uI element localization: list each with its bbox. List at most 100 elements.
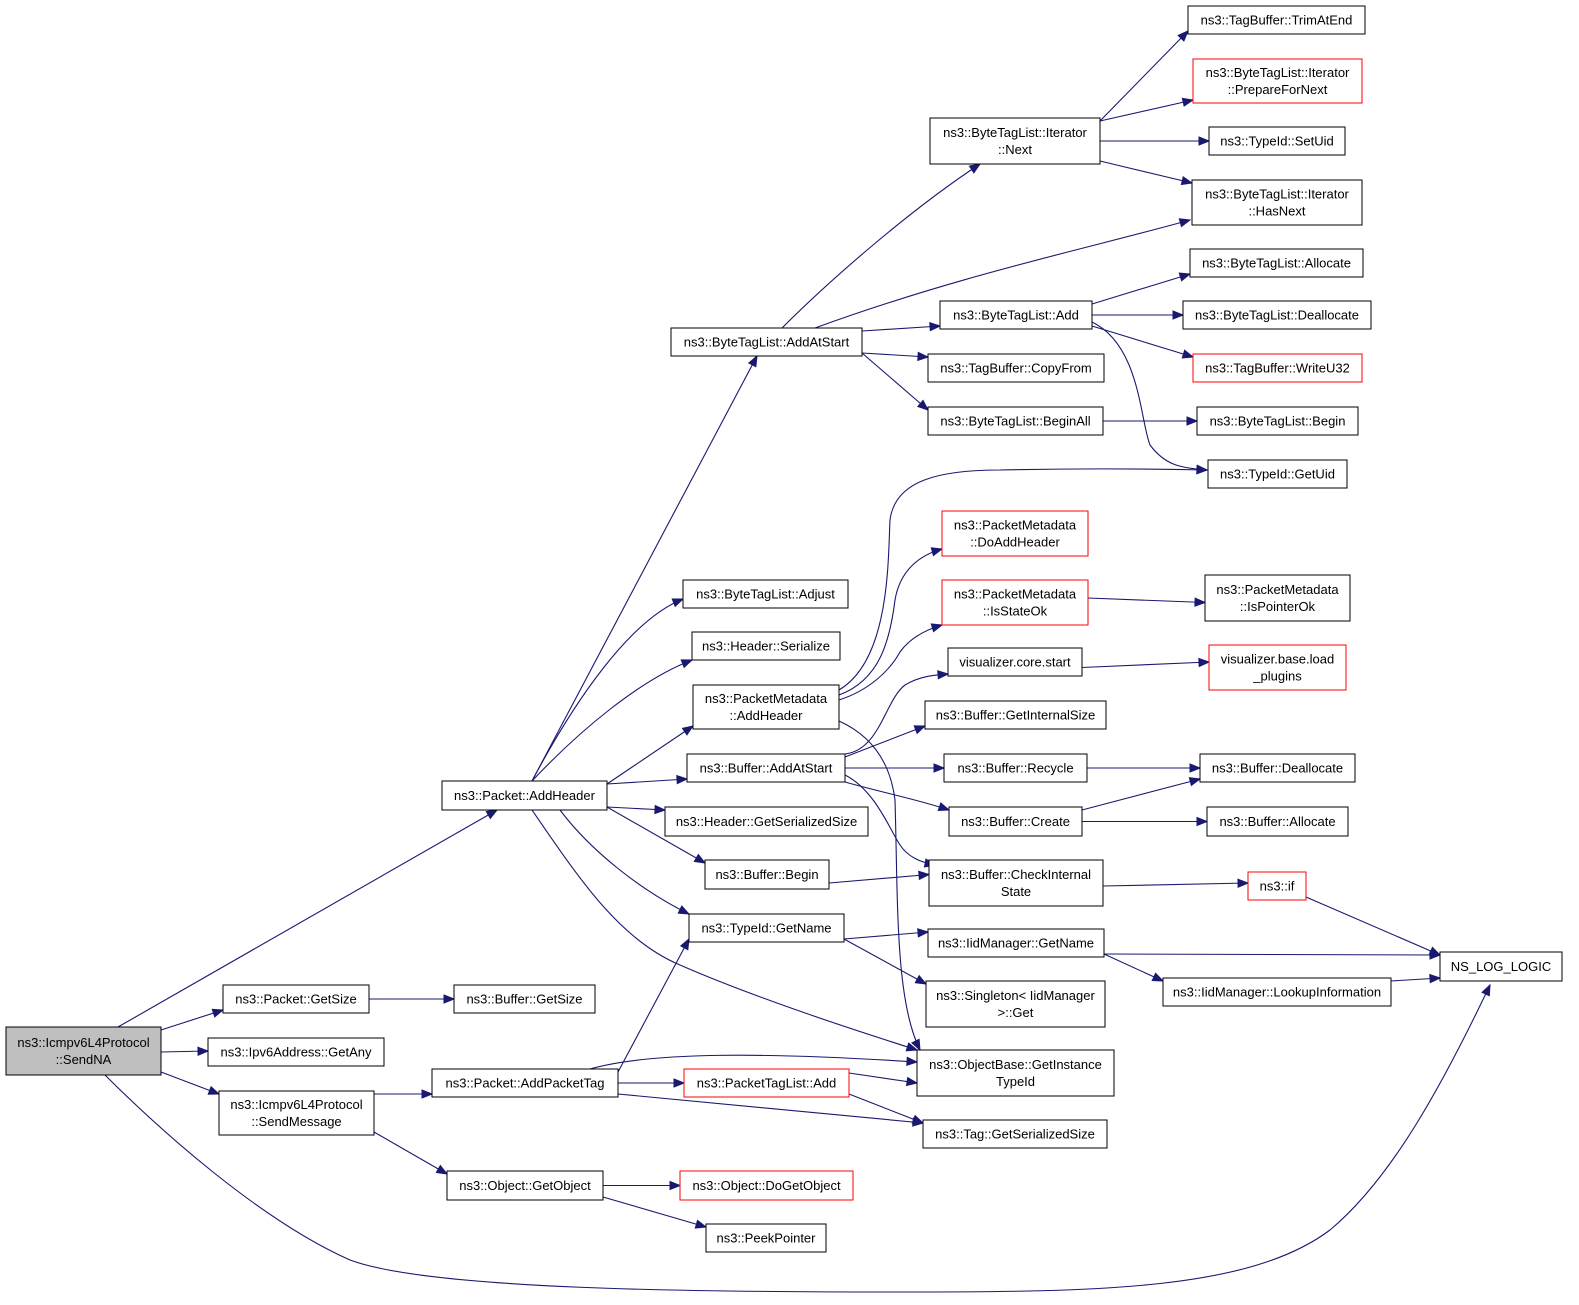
node-box[interactable]	[1199, 753, 1356, 783]
node-pm_addheader[interactable]: ns3::PacketMetadata::AddHeader	[692, 684, 840, 730]
node-box[interactable]	[929, 117, 1101, 165]
node-box[interactable]	[928, 859, 1104, 907]
node-getsize_pkt[interactable]: ns3::Packet::GetSize	[222, 984, 370, 1014]
node-box[interactable]	[446, 1170, 604, 1201]
node-tb_writeu32[interactable]: ns3::TagBuffer::WriteU32	[1192, 353, 1363, 383]
node-box[interactable]	[925, 980, 1106, 1028]
node-box[interactable]	[431, 1068, 619, 1098]
node-getany[interactable]: ns3::Ipv6Address::GetAny	[207, 1037, 385, 1067]
node-box[interactable]	[1191, 179, 1363, 226]
node-addheader[interactable]: ns3::Packet::AddHeader	[441, 780, 608, 811]
node-box[interactable]	[947, 647, 1083, 677]
node-obj_dogetobject[interactable]: ns3::Object::DoGetObject	[679, 1170, 854, 1201]
node-hdr_getsersize[interactable]: ns3::Header::GetSerializedSize	[664, 806, 869, 837]
node-btl_it_hasnext[interactable]: ns3::ByteTagList::Iterator::HasNext	[1191, 179, 1363, 226]
node-pm_isstateok[interactable]: ns3::PacketMetadata::IsStateOk	[941, 579, 1089, 626]
node-box[interactable]	[1206, 806, 1349, 837]
node-tag_getsersize[interactable]: ns3::Tag::GetSerializedSize	[922, 1119, 1108, 1149]
node-sendna[interactable]: ns3::Icmpv6L4Protocol::SendNA	[5, 1026, 162, 1076]
node-box[interactable]	[692, 684, 840, 730]
node-box[interactable]	[941, 579, 1089, 626]
node-buf_deallocate[interactable]: ns3::Buffer::Deallocate	[1199, 753, 1356, 783]
node-buf_create[interactable]: ns3::Buffer::Create	[948, 806, 1083, 837]
node-btl_addatstart[interactable]: ns3::ByteTagList::AddAtStart	[670, 327, 863, 357]
node-addpackettag[interactable]: ns3::Packet::AddPacketTag	[431, 1068, 619, 1098]
node-box[interactable]	[664, 806, 869, 837]
node-box[interactable]	[686, 753, 846, 783]
node-box[interactable]	[1208, 126, 1346, 156]
node-box[interactable]	[927, 406, 1104, 436]
node-box[interactable]	[1162, 977, 1392, 1007]
node-box[interactable]	[943, 753, 1088, 783]
node-box[interactable]	[922, 1119, 1108, 1149]
node-box[interactable]	[691, 631, 841, 661]
node-box[interactable]	[939, 300, 1093, 330]
node-buf_recycle[interactable]: ns3::Buffer::Recycle	[943, 753, 1088, 783]
node-buf_begin[interactable]: ns3::Buffer::Begin	[704, 859, 830, 890]
node-ptl_add[interactable]: ns3::PacketTagList::Add	[683, 1068, 850, 1098]
node-tb_copyfrom[interactable]: ns3::TagBuffer::CopyFrom	[927, 353, 1105, 383]
node-btl_begin[interactable]: ns3::ByteTagList::Begin	[1196, 406, 1359, 436]
node-box[interactable]	[453, 984, 596, 1014]
node-btl_allocate[interactable]: ns3::ByteTagList::Allocate	[1189, 248, 1364, 278]
node-btl_deallocate[interactable]: ns3::ByteTagList::Deallocate	[1182, 300, 1372, 330]
node-box[interactable]	[1208, 644, 1347, 691]
node-iidm_getname[interactable]: ns3::IidManager::GetName	[927, 928, 1105, 958]
node-box[interactable]	[688, 913, 845, 943]
node-iidm_lookupinfo[interactable]: ns3::IidManager::LookupInformation	[1162, 977, 1392, 1007]
node-typeid_setuid[interactable]: ns3::TypeId::SetUid	[1208, 126, 1346, 156]
node-singleton_get[interactable]: ns3::Singleton< IidManager>::Get	[925, 980, 1106, 1028]
node-box[interactable]	[1182, 300, 1372, 330]
node-box[interactable]	[1196, 406, 1359, 436]
node-box[interactable]	[441, 780, 608, 811]
node-vis_core_start[interactable]: visualizer.core.start	[947, 647, 1083, 677]
node-hdr_serialize[interactable]: ns3::Header::Serialize	[691, 631, 841, 661]
node-pm_doaddheader[interactable]: ns3::PacketMetadata::DoAddHeader	[941, 510, 1089, 557]
node-box[interactable]	[1247, 871, 1307, 901]
node-box[interactable]	[682, 579, 849, 609]
node-box[interactable]	[1192, 58, 1363, 104]
node-box[interactable]	[5, 1026, 162, 1076]
node-getobject[interactable]: ns3::Object::GetObject	[446, 1170, 604, 1201]
node-sendmessage[interactable]: ns3::Icmpv6L4Protocol::SendMessage	[218, 1090, 375, 1136]
node-btl_it_preparefornext[interactable]: ns3::ByteTagList::Iterator::PrepareForNe…	[1192, 58, 1363, 104]
node-box[interactable]	[1192, 353, 1363, 383]
node-box[interactable]	[679, 1170, 854, 1201]
node-box[interactable]	[1189, 248, 1364, 278]
node-box[interactable]	[207, 1037, 385, 1067]
node-vis_base_load_plugins[interactable]: visualizer.base.load_plugins	[1208, 644, 1347, 691]
node-box[interactable]	[916, 1049, 1115, 1097]
node-box[interactable]	[1207, 459, 1348, 489]
node-box[interactable]	[1204, 574, 1351, 622]
node-box[interactable]	[670, 327, 863, 357]
node-btl_add[interactable]: ns3::ByteTagList::Add	[939, 300, 1093, 330]
node-btl_it_next[interactable]: ns3::ByteTagList::Iterator::Next	[929, 117, 1101, 165]
node-box[interactable]	[924, 700, 1107, 730]
node-ns3_if[interactable]: ns3::if	[1247, 871, 1307, 901]
node-btl_beginall[interactable]: ns3::ByteTagList::BeginAll	[927, 406, 1104, 436]
node-box[interactable]	[948, 806, 1083, 837]
node-box[interactable]	[704, 859, 830, 890]
node-buf_getinternalsize[interactable]: ns3::Buffer::GetInternalSize	[924, 700, 1107, 730]
node-buf_addatstart[interactable]: ns3::Buffer::AddAtStart	[686, 753, 846, 783]
node-box[interactable]	[1187, 5, 1366, 35]
node-typeid_getuid[interactable]: ns3::TypeId::GetUid	[1207, 459, 1348, 489]
node-box[interactable]	[927, 928, 1105, 958]
node-box[interactable]	[222, 984, 370, 1014]
node-box[interactable]	[1439, 951, 1563, 982]
node-buf_allocate[interactable]: ns3::Buffer::Allocate	[1206, 806, 1349, 837]
node-box[interactable]	[683, 1068, 850, 1098]
node-box[interactable]	[941, 510, 1089, 557]
node-box[interactable]	[927, 353, 1105, 383]
node-peekpointer[interactable]: ns3::PeekPointer	[705, 1223, 827, 1253]
node-typeid_getname[interactable]: ns3::TypeId::GetName	[688, 913, 845, 943]
node-pm_ispointerok[interactable]: ns3::PacketMetadata::IsPointerOk	[1204, 574, 1351, 622]
node-tb_trimatend[interactable]: ns3::TagBuffer::TrimAtEnd	[1187, 5, 1366, 35]
node-box[interactable]	[218, 1090, 375, 1136]
node-box[interactable]	[705, 1223, 827, 1253]
node-ns_log_logic[interactable]: NS_LOG_LOGIC	[1439, 951, 1563, 982]
node-getsize_buf[interactable]: ns3::Buffer::GetSize	[453, 984, 596, 1014]
node-btl_adjust[interactable]: ns3::ByteTagList::Adjust	[682, 579, 849, 609]
